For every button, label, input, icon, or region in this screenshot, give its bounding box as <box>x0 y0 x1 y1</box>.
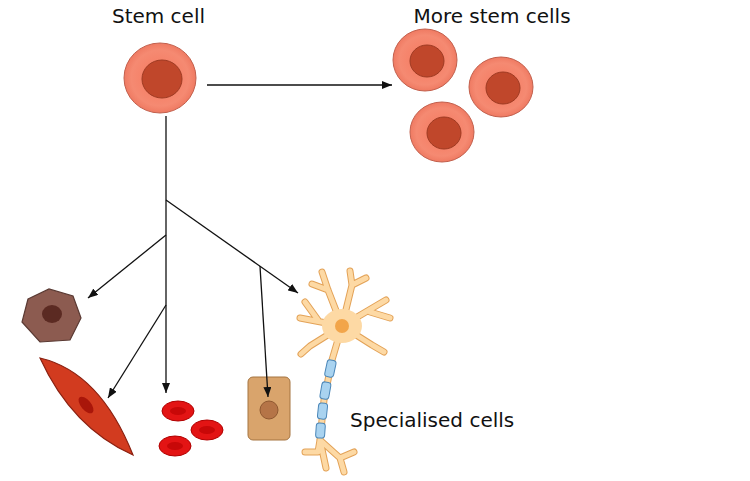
cell-nucleus <box>410 45 444 77</box>
connector-line <box>207 84 392 85</box>
stem-cells-group <box>393 29 533 162</box>
blood-cell-center <box>170 407 186 415</box>
arrow-connector <box>88 116 298 398</box>
neuron-outline <box>300 271 390 472</box>
blood-cell-center <box>167 442 183 450</box>
cell-body <box>248 377 290 440</box>
connector-line <box>166 200 298 293</box>
cell-body <box>40 358 133 455</box>
cell-body <box>22 289 81 342</box>
connector-line <box>260 266 268 397</box>
myelin-sheath <box>317 403 328 420</box>
myelin-sheath <box>324 359 336 377</box>
arrow-connector <box>207 85 392 86</box>
connector-line <box>165 116 166 393</box>
neuron <box>300 271 390 472</box>
neuron-body <box>322 309 362 343</box>
cell-body <box>393 29 457 91</box>
cell-body <box>124 43 196 113</box>
connector-line <box>88 235 166 298</box>
myelin-sheath <box>319 381 331 399</box>
neuron-fill <box>300 271 390 472</box>
myelin-sheath <box>315 423 325 439</box>
blood-cell <box>159 436 191 456</box>
cell-group: More stem cells <box>392 4 592 166</box>
cell-nucleus <box>42 305 62 323</box>
red-blood-cells <box>159 401 223 456</box>
brown-cell <box>22 289 81 342</box>
stem-cell-drawing <box>124 43 196 113</box>
cell-nucleus <box>76 394 97 416</box>
cell-label: Stem cell <box>110 4 207 28</box>
cell-nucleus <box>260 401 278 419</box>
cell-nucleus <box>142 60 182 98</box>
blood-cell <box>191 420 223 440</box>
cell-body <box>410 102 474 162</box>
cell-nucleus <box>427 117 461 149</box>
cell-body <box>469 57 533 117</box>
cell-nucleus <box>486 72 520 104</box>
neuron-nucleus <box>335 319 349 333</box>
cell-label: Specialised cells <box>350 408 540 432</box>
cell-label: More stem cells <box>392 4 592 28</box>
cell-group: Stem cell <box>110 4 207 116</box>
connector-line <box>108 305 166 398</box>
blood-cell-center <box>199 426 215 434</box>
cell-group: Specialised cells <box>15 265 545 479</box>
tan-cell <box>248 377 290 440</box>
blood-cell <box>162 401 194 421</box>
muscle-cell <box>40 358 133 455</box>
